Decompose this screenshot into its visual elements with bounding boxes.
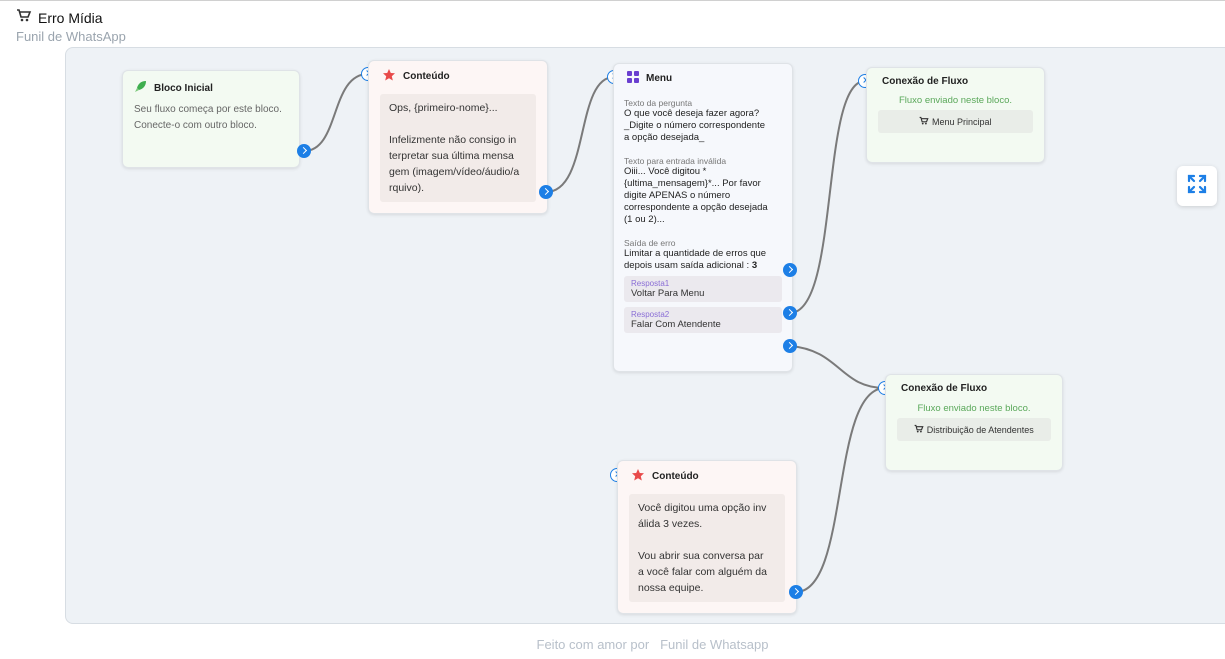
footer-brand-link[interactable]: Funil de Whatsapp [660,637,769,652]
content-message: Você digitou uma opção inv álida 3 vezes… [629,494,785,602]
start-block-line1: Seu fluxo começa por este bloco. [134,104,282,115]
response-label: Resposta1 [631,279,670,288]
flow2-target-button[interactable]: Distribuição de Atendentes [897,418,1051,441]
response-label: Resposta2 [631,310,670,319]
grid-icon [627,71,639,86]
content-block[interactable]: Conteúdo Você digitou uma opção inv álid… [617,460,797,614]
resposta2-output-handle[interactable] [783,339,797,353]
response-option[interactable]: Resposta2 Falar Com Atendente [624,307,782,333]
error-output-handle[interactable] [783,263,797,277]
cart-icon [919,116,932,127]
content2-output-handle[interactable] [789,585,803,599]
flow2-title: Conexão de Fluxo [901,383,988,394]
rocket-icon [134,80,147,96]
response-option[interactable]: Resposta1 Voltar Para Menu [624,276,782,302]
content-message: Ops, {primeiro-nome}... Infelizmente não… [380,94,536,202]
footer: Feito com amor por Funil de Whatsapp [0,637,1225,652]
expand-button[interactable] [1177,166,1217,206]
menu-block[interactable]: Menu Texto da pergunta O que você deseja… [613,63,793,372]
invalid-text: Oiii... Você digitou * {ultima_mensagem}… [624,166,768,225]
content-block-output-handle[interactable] [539,185,553,199]
menu-block-title: Menu [646,73,673,84]
content-block-title: Conteúdo [403,71,450,82]
flow1-target-button[interactable]: Menu Principal [878,110,1033,133]
flow-connection-block[interactable]: Conexão de Fluxo Fluxo enviado neste blo… [885,374,1063,471]
top-border [0,0,1225,4]
footer-prefix: Feito com amor por [536,637,650,652]
page-subtitle: Funil de WhatsApp [16,29,126,44]
cart-icon [16,8,32,27]
star-icon [382,68,396,85]
expand-icon [1187,174,1207,199]
error-count: 3 [751,260,758,271]
question-text: O que você deseja fazer agora? _Digite o… [624,108,766,143]
error-label: Saída de erro [624,238,676,248]
flow-connection-block[interactable]: Conexão de Fluxo Fluxo enviado neste blo… [866,67,1045,163]
response-value: Falar Com Atendente [631,319,721,330]
error-text: Limitar a quantidade de erros que depois… [624,248,767,271]
question-label: Texto da pergunta [624,98,693,108]
invalid-label: Texto para entrada inválida [624,156,727,166]
response-value: Voltar Para Menu [631,288,705,299]
cart-icon [914,424,927,435]
resposta1-output-handle[interactable] [783,306,797,320]
content-block[interactable]: Conteúdo Ops, {primeiro-nome}... Infeliz… [368,60,548,214]
content2-title: Conteúdo [652,471,699,482]
flow1-note: Fluxo enviado neste bloco. [898,95,1013,106]
start-block[interactable]: Bloco Inicial Seu fluxo começa por este … [122,70,300,168]
star-icon [631,468,645,485]
flow1-title: Conexão de Fluxo [882,76,969,87]
start-block-line2: Conecte-o com outro bloco. [134,120,257,131]
start-block-output-handle[interactable] [297,144,311,158]
flow2-note: Fluxo enviado neste bloco. [917,403,1031,414]
page-header: Erro Mídia Funil de WhatsApp [16,8,126,44]
page-title: Erro Mídia [38,9,103,26]
start-block-title: Bloco Inicial [154,82,213,94]
